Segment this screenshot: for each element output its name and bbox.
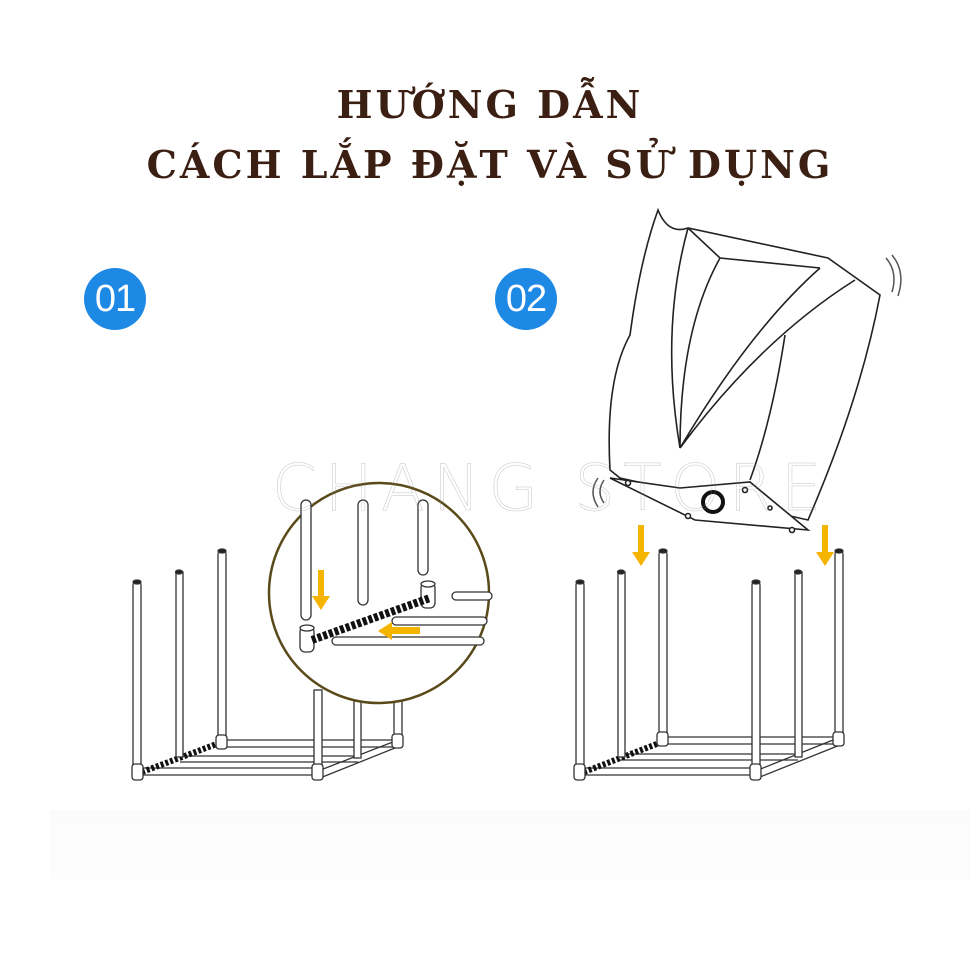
- fabric-cover-illustration: [608, 207, 881, 534]
- store-watermark: CHANG STORE: [272, 452, 830, 527]
- arrow-down-icon: [816, 525, 834, 566]
- zoom-detail-circle: [267, 481, 493, 705]
- motion-lines-icon: [592, 254, 902, 508]
- step-badge-01: 01: [84, 268, 146, 330]
- floor-shadow: [50, 810, 970, 880]
- page-title-line1: HƯỚNG DẪN: [336, 82, 644, 127]
- arrow-down-icon: [632, 525, 650, 566]
- arrow-left-icon: [378, 622, 420, 640]
- step1-frame-illustration: [131, 548, 404, 781]
- step-badge-02: 02: [495, 268, 557, 330]
- step-number: 02: [505, 277, 547, 320]
- step-number: 01: [94, 277, 136, 320]
- step2-frame-illustration: [573, 548, 845, 781]
- arrow-down-icon: [312, 570, 330, 610]
- page-title-line2: CÁCH LẮP ĐẶT VÀ SỬ DỤNG: [146, 142, 834, 187]
